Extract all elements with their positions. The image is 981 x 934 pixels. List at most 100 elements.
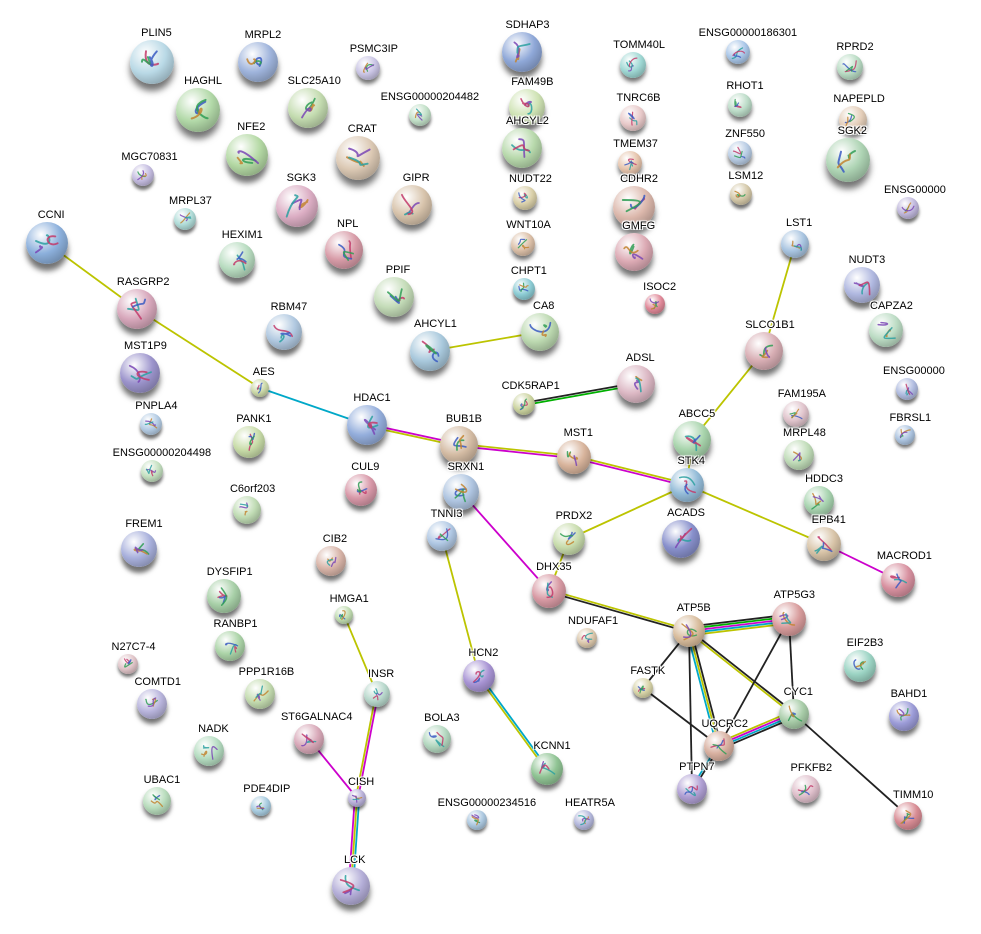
edge-dhx35-atp5b[interactable] [548, 589, 690, 633]
protein-node-isoc2[interactable] [645, 294, 665, 314]
protein-node-ahcyl2[interactable] [502, 128, 542, 168]
protein-node-ccni[interactable] [26, 222, 68, 264]
protein-node-slco1b1[interactable] [745, 332, 783, 370]
protein-node-atp5b[interactable] [673, 615, 705, 647]
protein-node-aes[interactable] [251, 379, 269, 397]
protein-node-plin5[interactable] [130, 40, 174, 84]
protein-node-acads[interactable] [662, 520, 700, 558]
edge-mst1-stk4[interactable] [573, 455, 688, 487]
edge-srxn1-dhx35[interactable] [460, 491, 550, 592]
protein-node-cdhr2[interactable] [613, 186, 655, 228]
protein-node-cish[interactable] [348, 789, 366, 807]
protein-node-cdk5rap1[interactable] [513, 393, 535, 415]
protein-node-comtd1[interactable] [137, 689, 167, 719]
edge-atp5g3-uqcrc2[interactable] [718, 618, 790, 747]
protein-node-lsm12[interactable] [730, 183, 752, 205]
protein-node-pfkfb2[interactable] [792, 775, 820, 803]
protein-node-dysfip1[interactable] [207, 579, 241, 613]
edge-bub1b-mst1[interactable] [458, 443, 575, 459]
protein-node-uqcrc2[interactable] [704, 731, 734, 761]
protein-node-rprd2[interactable] [837, 54, 863, 80]
protein-node-cul9[interactable] [345, 474, 377, 506]
protein-node-heatr5a[interactable] [574, 810, 594, 830]
protein-node-ubac1[interactable] [143, 787, 171, 815]
protein-node-tmem37[interactable] [618, 151, 642, 175]
protein-node-ranbp1[interactable] [215, 631, 245, 661]
protein-node-lck[interactable] [332, 867, 370, 905]
protein-node-ensg00000234516[interactable] [467, 810, 487, 830]
protein-node-lst1[interactable] [781, 230, 809, 258]
edge-atp5b-ptpn7[interactable] [688, 630, 693, 790]
protein-node-timm10[interactable] [894, 802, 922, 830]
protein-node-n27c7-4[interactable] [118, 654, 138, 674]
protein-node-eif2b3[interactable] [844, 650, 876, 682]
protein-node-fastk[interactable] [633, 678, 653, 698]
protein-node-frem1[interactable] [121, 531, 157, 567]
protein-node-stk4[interactable] [670, 468, 704, 502]
protein-node-nfe2[interactable] [226, 134, 268, 176]
protein-node-hcn2[interactable] [463, 660, 495, 692]
edge-stk4-epb41[interactable] [686, 484, 825, 545]
protein-node-ensg00000_b[interactable] [896, 378, 918, 400]
edge-atp5b-cyc1[interactable] [687, 629, 796, 716]
protein-node-tomm40l[interactable] [620, 52, 646, 78]
protein-node-abcc5[interactable] [673, 421, 711, 459]
protein-node-ca8[interactable] [521, 313, 559, 351]
protein-node-cib2[interactable] [316, 546, 346, 576]
protein-node-pde4dip[interactable] [251, 796, 271, 816]
protein-node-adsl[interactable] [617, 365, 655, 403]
protein-node-mrpl48[interactable] [784, 440, 814, 470]
protein-node-fbrsl1[interactable] [895, 425, 915, 445]
protein-node-ppp1r16b[interactable] [245, 679, 275, 709]
protein-node-ndufaf1[interactable] [577, 628, 597, 648]
protein-node-psmc3ip[interactable] [356, 56, 380, 80]
edge-insr-cish[interactable] [355, 693, 379, 799]
protein-node-mrpl37[interactable] [174, 208, 196, 230]
protein-node-tnni3[interactable] [427, 521, 457, 551]
protein-node-ensg00000_a[interactable] [897, 197, 919, 219]
protein-node-rbm47[interactable] [266, 314, 302, 350]
protein-node-gipr[interactable] [392, 185, 432, 225]
protein-node-dhx35[interactable] [532, 574, 566, 608]
protein-node-mst1p9[interactable] [120, 353, 160, 393]
protein-node-pank1[interactable] [233, 426, 265, 458]
protein-node-c6orf203[interactable] [233, 496, 261, 524]
protein-node-atp5g3[interactable] [772, 602, 806, 636]
protein-node-hmga1[interactable] [335, 606, 353, 624]
protein-node-pnpla4[interactable] [140, 413, 162, 435]
protein-node-bahd1[interactable] [889, 701, 919, 731]
protein-node-st6galnac4[interactable] [294, 724, 324, 754]
protein-node-gmfg[interactable] [615, 233, 653, 271]
edge-atp5b-uqcrc2[interactable] [686, 630, 722, 747]
protein-node-kcnn1[interactable] [531, 753, 563, 785]
protein-node-ptpn7[interactable] [677, 774, 707, 804]
edge-prdx2-stk4[interactable] [568, 484, 688, 540]
protein-node-slc25a10[interactable] [288, 88, 328, 128]
protein-node-chpt1[interactable] [513, 278, 535, 300]
protein-node-haghl[interactable] [176, 88, 220, 132]
protein-node-mst1[interactable] [557, 440, 591, 474]
protein-node-bola3[interactable] [423, 725, 451, 753]
protein-node-rhot1[interactable] [728, 93, 752, 117]
protein-node-crat[interactable] [336, 136, 380, 180]
edge-hmga1-insr[interactable] [343, 614, 378, 695]
protein-node-napepld[interactable] [839, 106, 867, 134]
protein-node-capza2[interactable] [869, 313, 903, 347]
protein-node-prdx2[interactable] [553, 523, 585, 555]
protein-node-sgk2[interactable] [826, 138, 870, 182]
protein-node-cyc1[interactable] [779, 699, 809, 729]
protein-node-fam195a[interactable] [783, 401, 809, 427]
protein-node-ahcyl1[interactable] [410, 331, 450, 371]
protein-node-wnt10a[interactable] [511, 232, 535, 256]
protein-node-ensg00000204498[interactable] [141, 460, 163, 482]
protein-node-bub1b[interactable] [440, 426, 478, 464]
protein-node-mgc70831[interactable] [132, 164, 154, 186]
protein-node-srxn1[interactable] [443, 474, 479, 510]
protein-node-nudt3[interactable] [844, 267, 880, 303]
protein-node-ppif[interactable] [374, 277, 414, 317]
protein-node-nudt22[interactable] [513, 186, 537, 210]
protein-node-rasgrp2[interactable] [117, 289, 157, 329]
protein-node-epb41[interactable] [807, 527, 841, 561]
protein-node-hexim1[interactable] [219, 242, 255, 278]
protein-node-macrod1[interactable] [881, 563, 915, 597]
